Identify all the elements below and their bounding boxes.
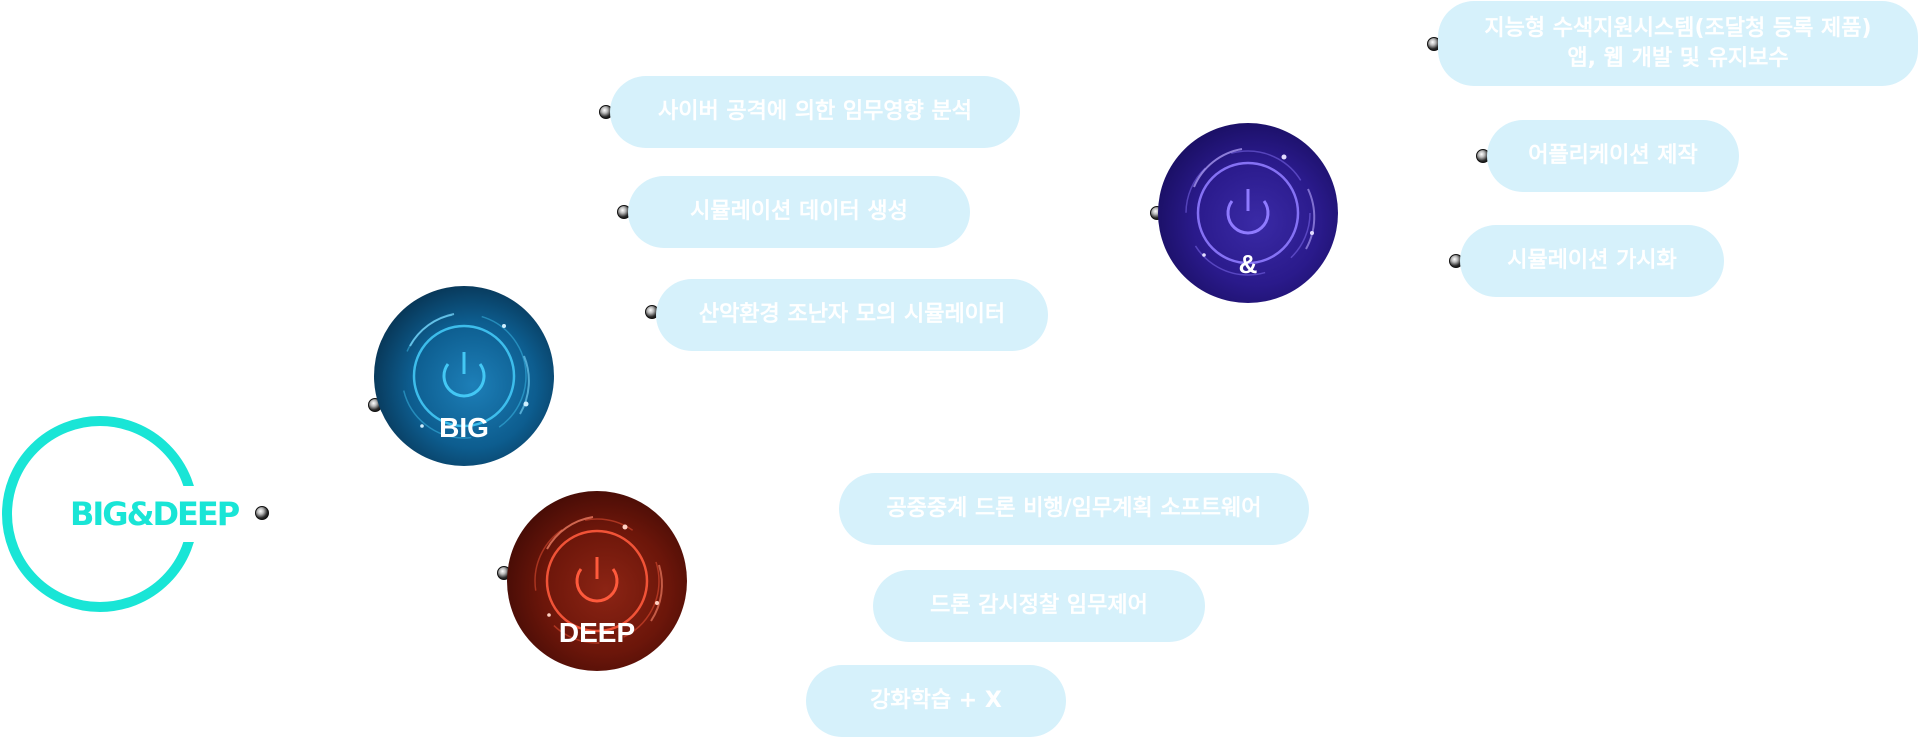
big-item-1[interactable]: 사이버 공격에 의한 임무영향 분석 <box>610 76 1020 148</box>
orb-amp-label: & <box>1238 249 1258 279</box>
amp-item-1-label-line2: 앱, 웹 개발 및 유지보수 <box>1567 45 1789 71</box>
big-item-3-label: 산악환경 조난자 모의 시뮬레이터 <box>698 302 1006 327</box>
amp-item-3[interactable]: 시뮬레이션 가시화 <box>1460 225 1724 297</box>
orb-deep[interactable]: DEEP <box>507 491 687 671</box>
deep-item-3[interactable]: 강화학습 + X <box>806 665 1066 737</box>
power-icon <box>534 516 663 644</box>
amp-item-3-label: 시뮬레이션 가시화 <box>1507 248 1677 273</box>
core-connector-dot <box>255 506 269 520</box>
orb-deep-label: DEEP <box>558 617 636 648</box>
deep-item-2-label: 드론 감시정찰 임무제어 <box>930 593 1148 618</box>
core-ring-gap <box>178 486 212 542</box>
deep-item-2[interactable]: 드론 감시정찰 임무제어 <box>873 570 1205 642</box>
amp-item-1-label-line1: 지능형 수색지원시스템(조달청 등록 제품) <box>1484 15 1872 41</box>
big-item-2-label: 시뮬레이션 데이터 생성 <box>690 199 908 224</box>
amp-item-1[interactable]: 지능형 수색지원시스템(조달청 등록 제품) 앱, 웹 개발 및 유지보수 <box>1438 1 1918 86</box>
deep-item-3-label: 강화학습 + X <box>870 688 1002 713</box>
deep-item-1[interactable]: 공중중계 드론 비행/임무계획 소프트웨어 <box>839 473 1309 545</box>
core-label: BIG&DEEP <box>70 495 240 533</box>
orb-big-label: BIG <box>439 412 489 443</box>
power-icon <box>401 313 530 439</box>
big-item-2[interactable]: 시뮬레이션 데이터 생성 <box>628 176 970 248</box>
deep-item-1-label: 공중중계 드론 비행/임무계획 소프트웨어 <box>886 496 1262 521</box>
orb-big[interactable]: BIG <box>374 286 554 466</box>
power-icon <box>1185 148 1316 276</box>
big-item-1-label: 사이버 공격에 의한 임무영향 분석 <box>658 99 972 124</box>
big-item-3[interactable]: 산악환경 조난자 모의 시뮬레이터 <box>656 279 1048 351</box>
orb-amp[interactable]: & <box>1158 123 1338 303</box>
amp-item-2[interactable]: 어플리케이션 제작 <box>1487 120 1739 192</box>
amp-item-2-label: 어플리케이션 제작 <box>1528 143 1698 168</box>
